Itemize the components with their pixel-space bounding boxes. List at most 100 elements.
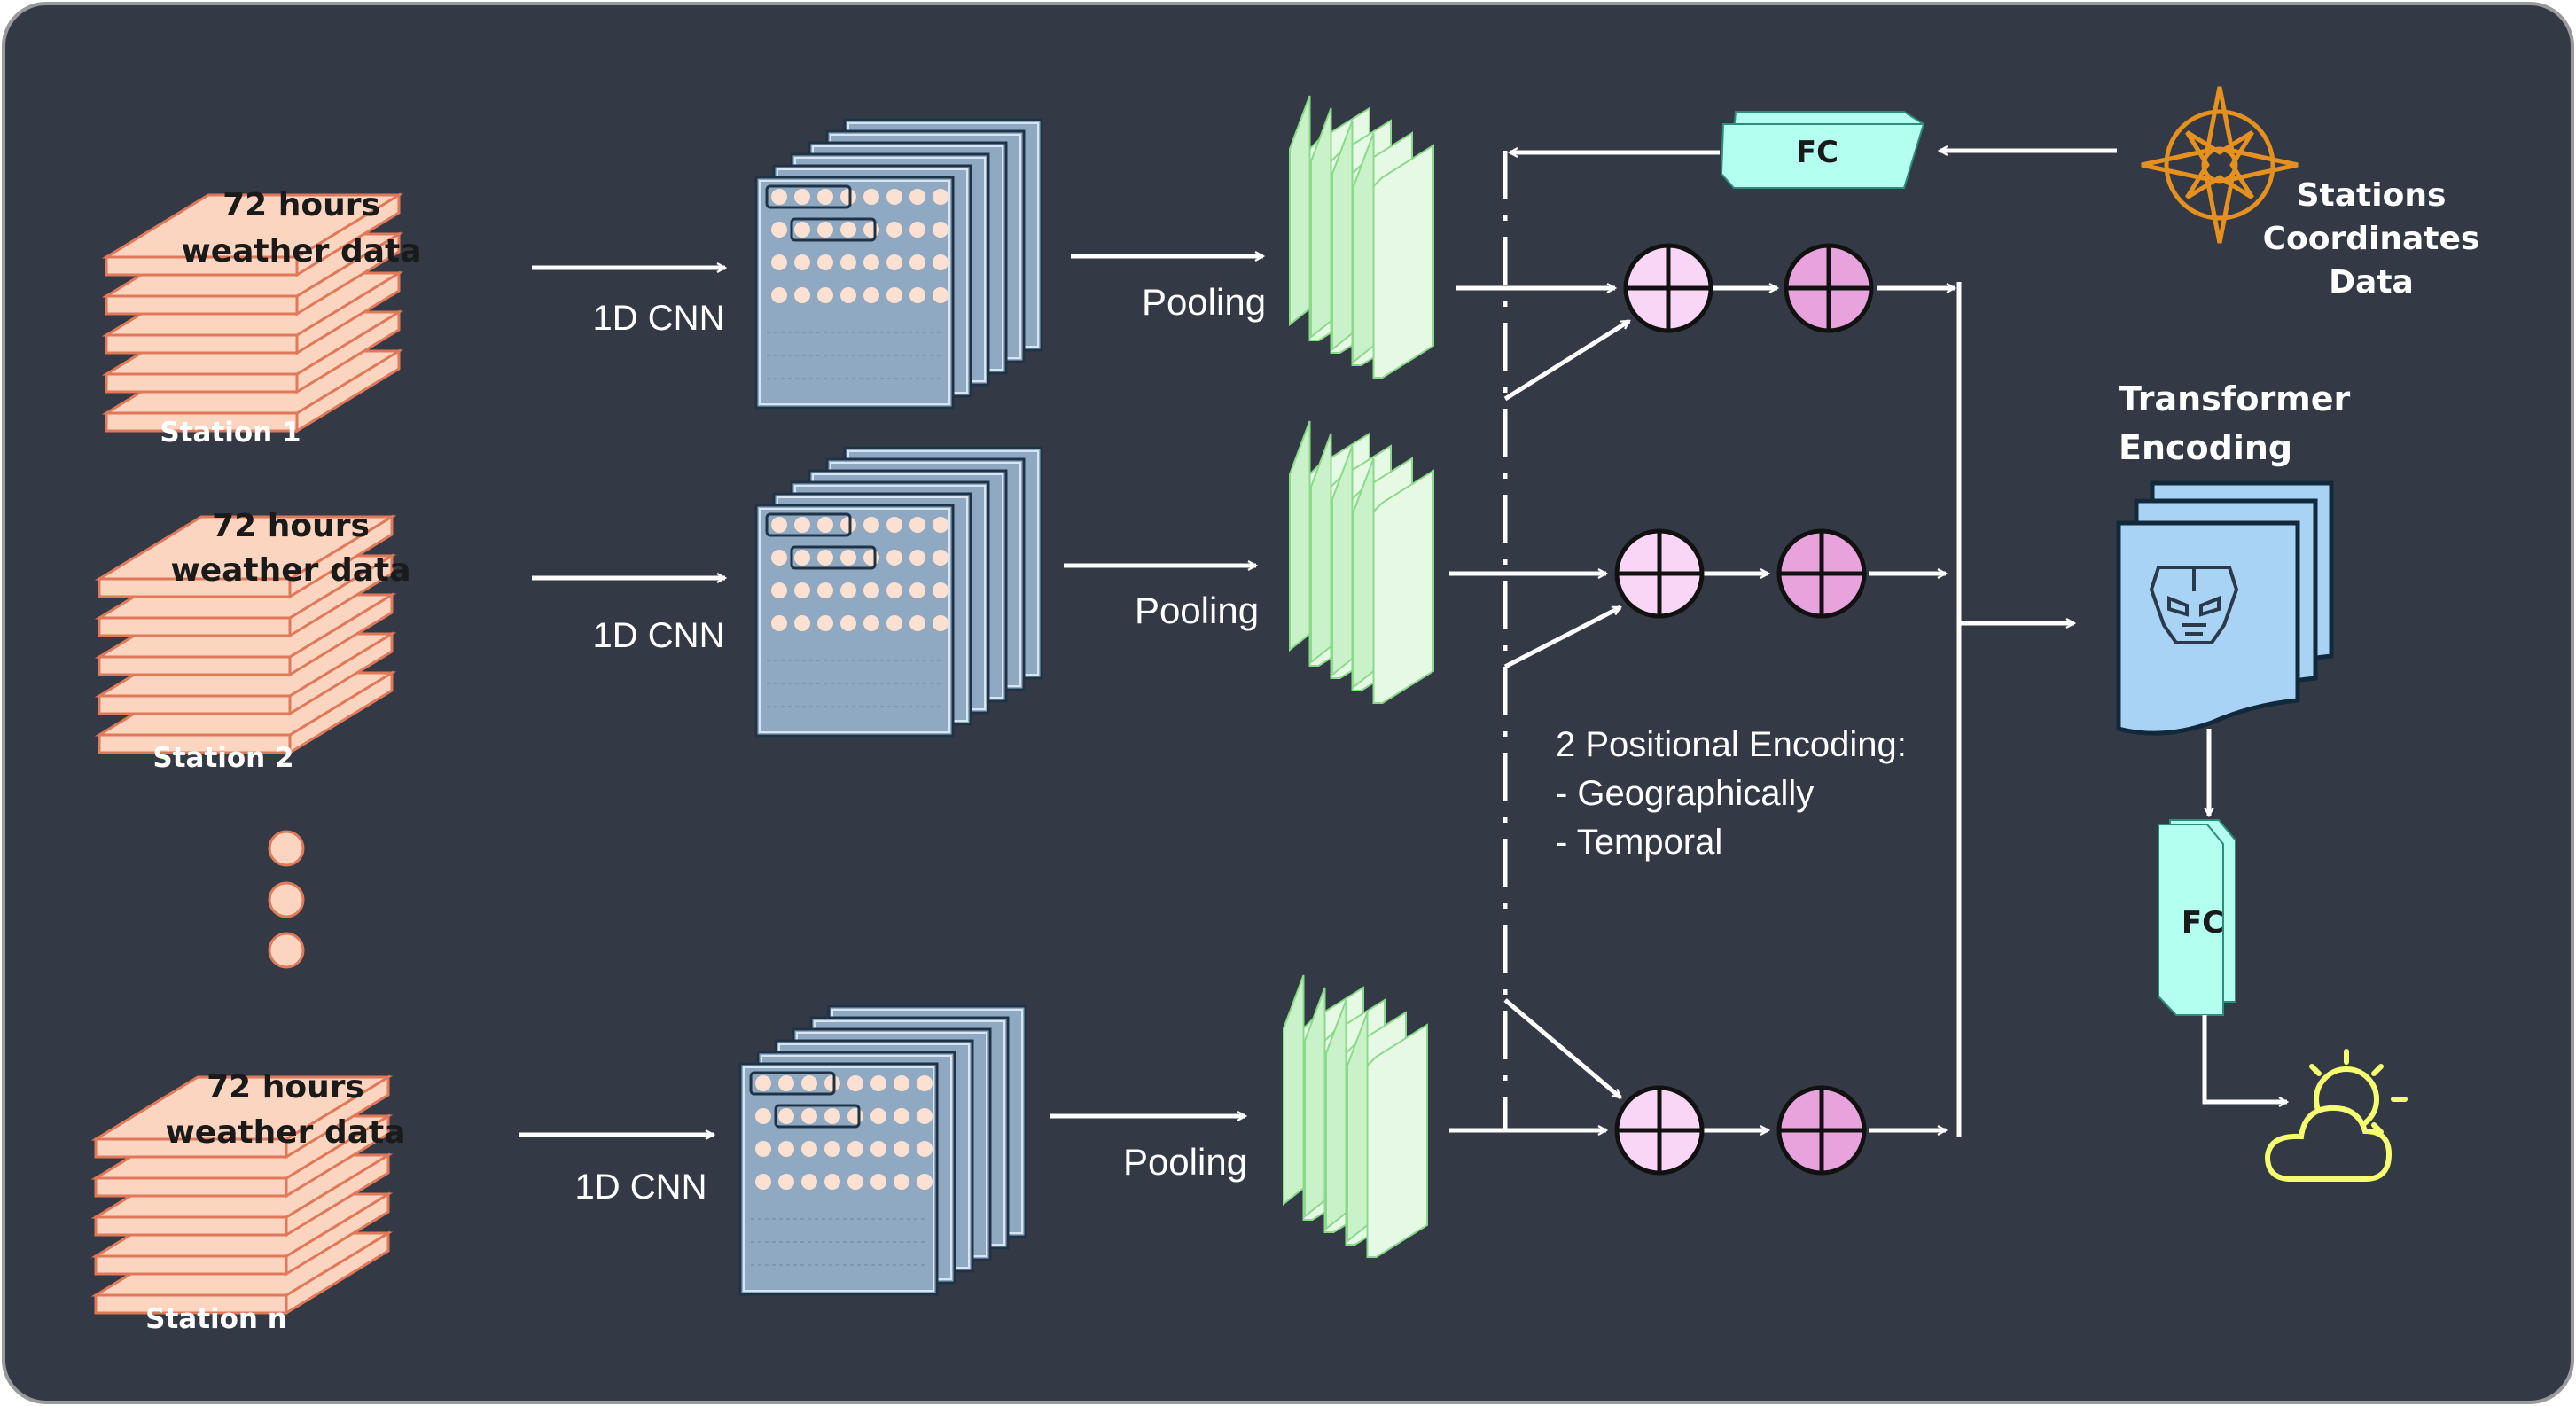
kernel-dot	[840, 517, 856, 533]
kernel-dot	[801, 1075, 817, 1091]
kernel-dot	[847, 1075, 863, 1091]
add-operator-r1b	[1784, 243, 1874, 333]
kernel-dot	[840, 189, 856, 205]
kernel-dot	[817, 550, 833, 566]
kernel-dot	[824, 1174, 840, 1190]
kernel-window	[790, 545, 877, 570]
feature-map-border	[759, 508, 950, 733]
kernel-dot	[794, 582, 810, 598]
pooling-layers-1	[1289, 95, 1434, 379]
kernel-dot	[886, 615, 902, 631]
kernel-dot	[771, 615, 787, 631]
kernel-dot	[933, 550, 948, 566]
kernel-dot	[863, 222, 879, 238]
kernel-dot	[863, 517, 879, 533]
pooling-layers-n	[1283, 974, 1428, 1258]
add-operator-r1a	[1623, 243, 1713, 333]
kernel-dot	[771, 287, 787, 303]
slab-layer-side	[105, 333, 299, 355]
kernel-dot	[917, 1075, 933, 1091]
kernel-dot	[794, 189, 810, 205]
slab-layer-side	[98, 655, 292, 676]
kernel-dot	[886, 517, 902, 533]
coords-label-line1: Stations	[2297, 177, 2447, 214]
kernel-dot	[894, 1174, 909, 1190]
kernel-dot	[909, 517, 925, 533]
kernel-dot	[909, 550, 925, 566]
kernel-dot	[894, 1108, 909, 1124]
sun-behind-cloud-icon	[2264, 1049, 2408, 1182]
kernel-dot	[933, 615, 948, 631]
station-1-data-stack: 72 hours weather data Station 1	[101, 187, 422, 449]
kernel-dot	[778, 1075, 794, 1091]
slab-layer-top	[90, 1075, 394, 1141]
cnn-label-1: 1D CNN	[593, 299, 725, 338]
kernel-dot	[894, 1075, 909, 1091]
kernel-dot	[917, 1174, 933, 1190]
kernel-dot	[933, 189, 948, 205]
slab-layer-side	[94, 1215, 288, 1237]
pooling-layer	[1372, 144, 1434, 379]
kernel-dot	[755, 1174, 771, 1190]
add-operator-rnb	[1776, 1085, 1867, 1176]
kernel-dot	[794, 222, 810, 238]
kernel-dot	[933, 222, 948, 238]
pooling-layer	[1366, 1023, 1428, 1258]
kernel-dot	[933, 287, 948, 303]
station-1-label: Station 1	[160, 417, 301, 449]
kernel-dot	[817, 222, 833, 238]
arrow-fc-to-weather	[2202, 1015, 2287, 1102]
kernel-dot	[917, 1141, 933, 1157]
kernel-dot	[794, 287, 810, 303]
transformer-label-line2: Encoding	[2119, 428, 2292, 467]
kernel-dot	[863, 615, 879, 631]
kernel-dot	[801, 1108, 817, 1124]
cnn-feature-maps-2	[754, 446, 1043, 738]
kernel-dot	[794, 615, 810, 631]
kernel-window	[765, 512, 852, 537]
fc-bottom-block: FC	[2158, 819, 2236, 1016]
transformer-block	[2116, 480, 2334, 736]
kernel-dot	[863, 254, 879, 270]
kernel-dot	[840, 222, 856, 238]
kernel-dot	[847, 1174, 863, 1190]
kernel-dot	[840, 582, 856, 598]
kernel-dot	[840, 287, 856, 303]
kernel-dot	[778, 1174, 794, 1190]
cnn-feature-maps-1	[754, 118, 1043, 410]
kernel-dot	[771, 550, 787, 566]
kernel-dot	[817, 517, 833, 533]
kernel-dot	[870, 1075, 886, 1091]
station-2-label: Station 2	[152, 742, 293, 774]
compass-rose-icon	[2141, 86, 2299, 244]
add-operator-r2b	[1776, 528, 1867, 619]
kernel-dot	[909, 615, 925, 631]
kernel-window	[790, 217, 877, 242]
kernel-dot	[817, 582, 833, 598]
slab-layer-side	[94, 1176, 288, 1198]
arrow-bus-to-add1	[1503, 318, 1629, 402]
slab-layer-top	[94, 515, 397, 581]
transformer-label-line1: Transformer	[2119, 379, 2351, 418]
kernel-dot	[933, 582, 948, 598]
pooling-layers-2	[1289, 420, 1434, 704]
pooling-layer	[1372, 469, 1434, 704]
kernel-dot	[886, 189, 902, 205]
station-2-data-stack: 72 hours weather data Station 2	[94, 508, 411, 774]
kernel-dot	[886, 222, 902, 238]
kernel-dot	[801, 1174, 817, 1190]
kernel-dot	[817, 287, 833, 303]
cnn-label-2: 1D CNN	[593, 616, 725, 655]
kernel-dot	[863, 550, 879, 566]
kernel-dot	[909, 189, 925, 205]
kernel-dot	[840, 615, 856, 631]
kernel-dot	[933, 517, 948, 533]
station-n-data-line2: weather data	[165, 1114, 405, 1151]
kernel-dot	[755, 1141, 771, 1157]
arrow-bus-to-add1-row2	[1503, 605, 1620, 669]
kernel-dot	[863, 582, 879, 598]
pooling-label-2: Pooling	[1135, 590, 1259, 631]
station-2-data-line1: 72 hours	[212, 508, 370, 544]
coords-label-line3: Data	[2329, 264, 2414, 301]
